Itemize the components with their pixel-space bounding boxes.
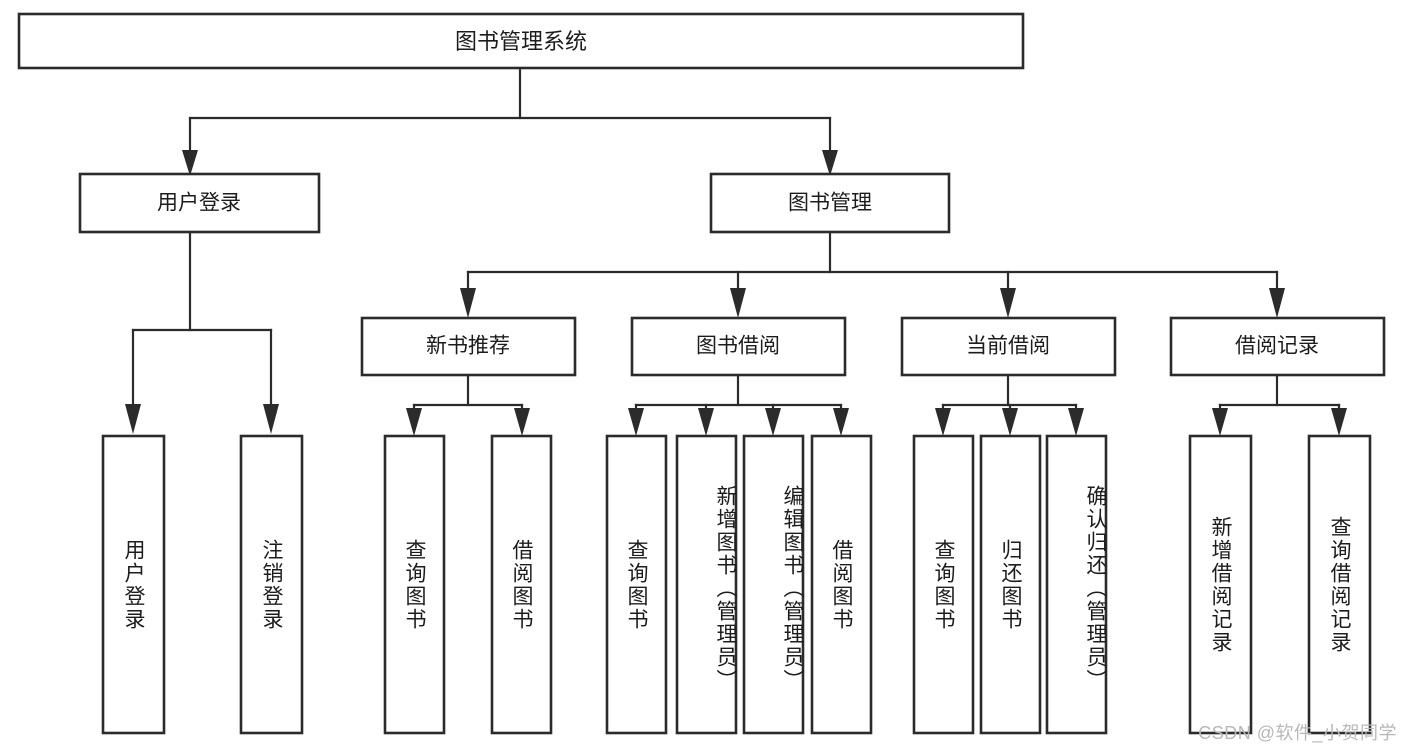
arrowhead-leaf-edit-book [765,408,781,436]
arrowhead-leaf-return-book [1002,408,1018,436]
arrowhead-leaf-query-book-3 [935,408,951,436]
node-book-borrow[interactable]: 图书借阅 [630,316,847,377]
node-root-box[interactable] [17,12,1025,70]
arrowhead-book-borrow [730,288,746,318]
node-leaf-query-book-1-box[interactable] [383,434,446,735]
node-new-book-recommend-label: 新书推荐 [426,335,510,358]
node-leaf-logout-login-box[interactable] [239,434,304,735]
arrowhead-book-manage [822,150,838,176]
node-root-label: 图书管理系统 [455,29,587,54]
arrowhead-new-book-recommend [460,288,476,318]
node-leaf-add-borrow-record-box[interactable] [1188,434,1253,735]
node-leaf-edit-book-box[interactable] [742,434,805,735]
node-book-borrow-label: 图书借阅 [696,335,780,358]
arrowhead-leaf-confirm-return [1068,408,1084,436]
node-current-borrow[interactable]: 当前借阅 [900,316,1117,377]
node-leaf-query-borrow-record-box[interactable] [1307,434,1372,735]
node-leaf-query-book-3-box[interactable] [912,434,975,735]
node-leaf-borrow-book-2-box[interactable] [810,434,873,735]
node-leaf-confirm-return-box[interactable] [1045,434,1108,735]
node-borrow-record-box[interactable] [1169,316,1386,377]
node-leaf-add-book-box[interactable] [675,434,738,735]
arrowhead-leaf-query-book-2 [628,408,644,436]
arrowhead-leaf-query-book-1 [406,408,422,436]
node-new-book-recommend[interactable]: 新书推荐 [360,316,577,377]
arrowhead-leaf-add-borrow-record [1212,408,1228,436]
node-user-login-label: 用户登录 [157,192,241,215]
arrowhead-borrow-record [1269,288,1285,318]
arrowhead-leaf-user-login [125,404,141,434]
arrowhead-leaf-query-borrow-record [1331,408,1347,436]
arrowhead-leaf-logout-login [263,404,279,434]
node-book-manage-label: 图书管理 [788,192,872,215]
arrowhead-leaf-borrow-book-2 [833,408,849,436]
node-current-borrow-label: 当前借阅 [966,335,1050,358]
arrowhead-current-borrow [1000,288,1016,318]
node-current-borrow-box[interactable] [900,316,1117,377]
arrowhead-leaf-borrow-book-1 [514,408,530,436]
node-leaf-borrow-book-1-box[interactable] [490,434,553,735]
arrowhead-user-login [182,150,198,176]
node-root[interactable]: 图书管理系统 [17,12,1025,70]
watermark-text: CSDN @软件_小贺同学 [1198,723,1397,743]
node-new-book-recommend-box[interactable] [360,316,577,377]
node-borrow-record[interactable]: 借阅记录 [1169,316,1386,377]
connectors [125,66,1347,436]
node-leaf-query-book-2-box[interactable] [605,434,668,735]
node-book-manage-box[interactable] [709,172,951,234]
arrowhead-leaf-add-book [698,408,714,436]
node-user-login[interactable]: 用户登录 [78,172,321,234]
node-borrow-record-label: 借阅记录 [1235,335,1319,358]
node-leaf-return-book-box[interactable] [979,434,1042,735]
leaf-boxes [101,434,1372,735]
node-book-borrow-box[interactable] [630,316,847,377]
node-book-manage[interactable]: 图书管理 [709,172,951,234]
node-leaf-user-login-box[interactable] [101,434,166,735]
node-user-login-box[interactable] [78,172,321,234]
